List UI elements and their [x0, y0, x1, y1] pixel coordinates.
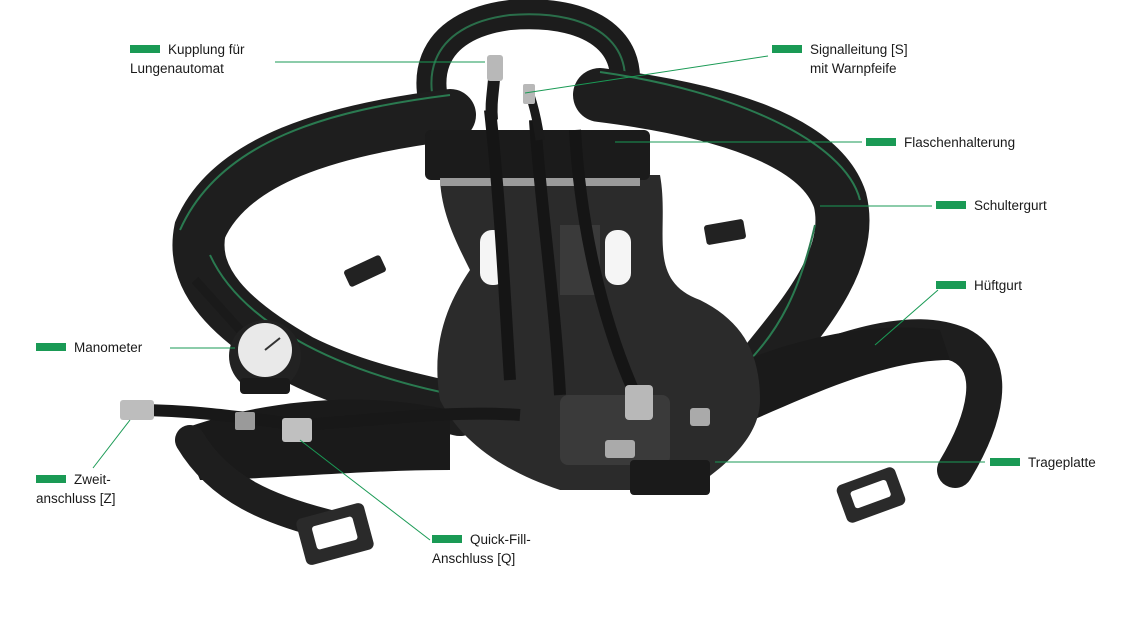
label-flaschenhalterung: Flaschenhalterung [866, 133, 1015, 152]
label-hueftgurt: Hüftgurt [936, 276, 1022, 295]
label-swatch [936, 201, 966, 209]
label-manometer: Manometer [36, 338, 142, 357]
shoulder-strap-left [172, 89, 486, 436]
label-swatch [936, 281, 966, 289]
shoulder-strap-right [573, 68, 870, 397]
side-buckle-right [704, 219, 746, 245]
hip-pad-right [700, 327, 950, 430]
label-swatch [130, 45, 160, 53]
label-quick-fill: Quick-Fill- Anschluss [Q] [432, 532, 531, 566]
label-signalleitung: Signalleitung [S] mit Warnpfeife [772, 40, 908, 78]
label-swatch [990, 458, 1020, 466]
label-trageplatte: Trageplatte [990, 453, 1096, 472]
quick-fill-connector [282, 418, 312, 442]
label-swatch [866, 138, 896, 146]
label-swatch [36, 343, 66, 351]
label-schultergurt: Schultergurt [936, 196, 1047, 215]
label-swatch [36, 475, 66, 483]
label-swatch [432, 535, 462, 543]
label-swatch [772, 45, 802, 53]
side-buckle-left [344, 255, 386, 287]
label-kupplung: Kupplung für Lungenautomat [130, 42, 245, 76]
second-connector [120, 400, 154, 420]
label-zweitanschluss: Zweit- anschluss [Z] [36, 472, 116, 506]
carry-plate-bottom [630, 460, 710, 495]
